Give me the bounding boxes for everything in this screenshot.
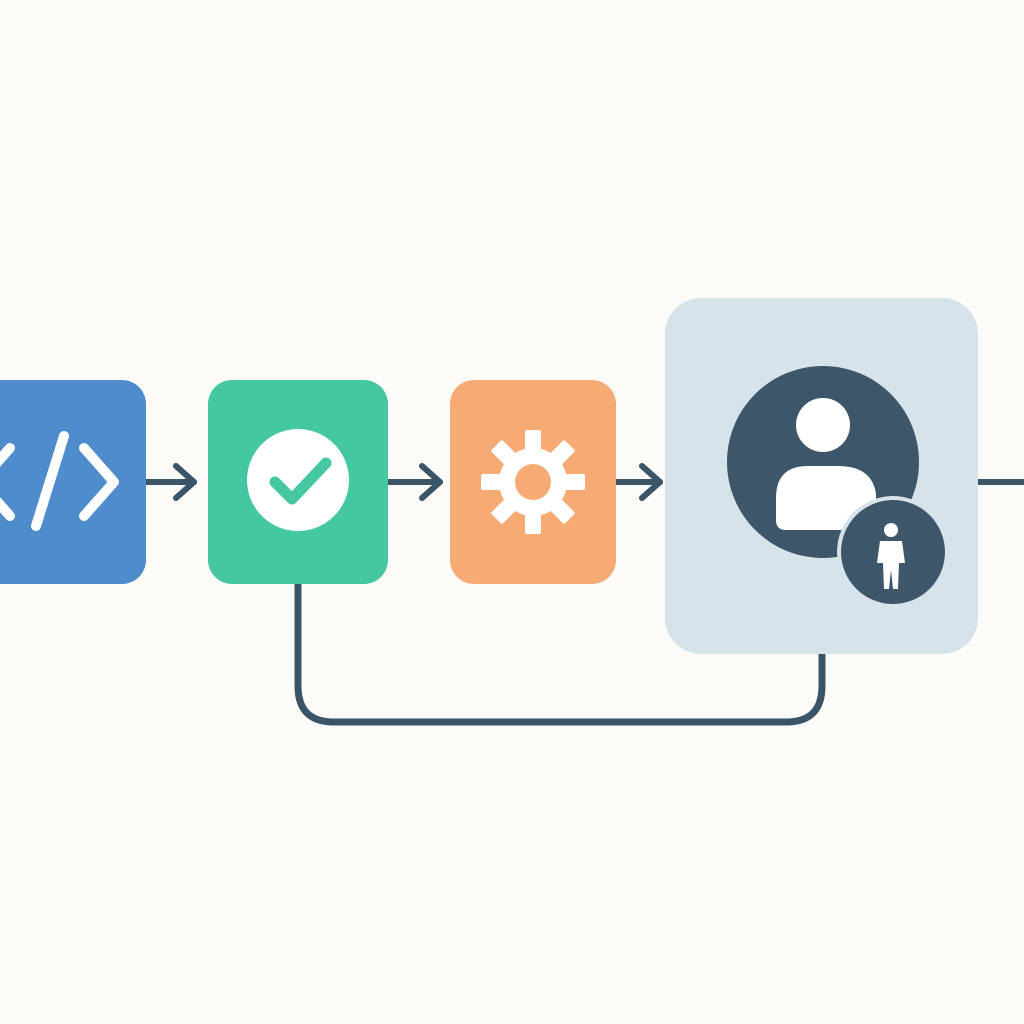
code-node-box (0, 380, 146, 584)
gear-tooth (481, 474, 505, 490)
gear-icon (481, 430, 585, 534)
code-node (0, 380, 146, 584)
arrowhead-gear-to-review (639, 463, 663, 501)
check-circle-icon (247, 429, 349, 531)
checkmark-icon (269, 457, 332, 505)
gear-tooth (525, 510, 541, 534)
avatar-head (796, 398, 850, 452)
gear-node (450, 380, 616, 584)
review-node (665, 298, 978, 654)
gear-tooth (525, 430, 541, 454)
arrowhead-code-to-check (173, 463, 197, 501)
child-head (884, 523, 898, 537)
edge-loop-check-review (294, 580, 826, 726)
avatar-body (776, 466, 876, 530)
check-node (208, 380, 388, 584)
child-figure-icon (877, 523, 905, 589)
gear-tooth (561, 474, 585, 490)
code-brackets-icon (0, 431, 119, 531)
arrowhead-check-to-gear (419, 463, 443, 501)
gear-hub (515, 464, 551, 500)
connectors (143, 463, 1024, 726)
child-body (877, 541, 905, 589)
